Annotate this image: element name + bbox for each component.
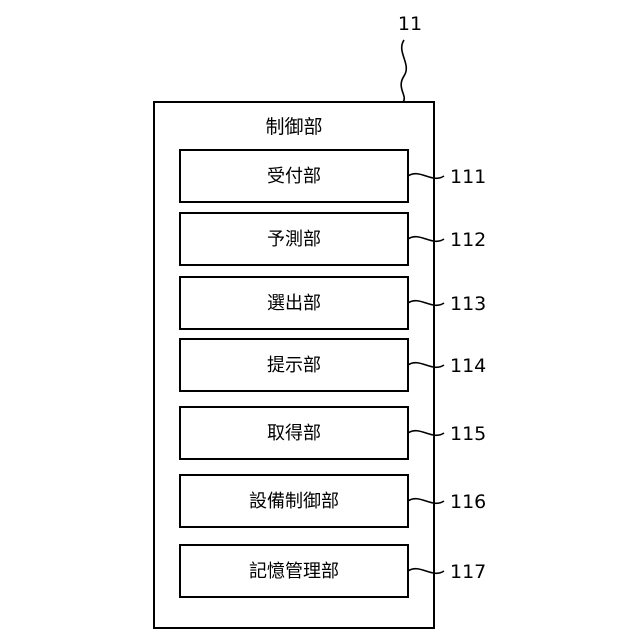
- unit-ref-label: 114: [450, 355, 486, 377]
- unit-ref-label: 115: [450, 423, 486, 445]
- unit-ref-label: 112: [450, 229, 486, 251]
- unit-block: 選出部 113: [180, 277, 486, 329]
- unit-label: 提示部: [267, 355, 321, 376]
- unit-label: 記憶管理部: [249, 561, 339, 582]
- unit-block: 設備制御部 116: [180, 475, 486, 527]
- control-unit-title: 制御部: [265, 116, 322, 138]
- unit-block: 取得部 115: [180, 407, 486, 459]
- unit-block: 予測部 112: [180, 213, 486, 265]
- unit-label: 受付部: [267, 166, 321, 187]
- unit-label: 設備制御部: [249, 491, 339, 512]
- unit-block: 提示部 114: [180, 339, 486, 391]
- unit-label: 予測部: [267, 229, 321, 250]
- unit-ref-label: 116: [450, 491, 486, 513]
- outer-leader-line: [401, 40, 406, 102]
- outer-ref-label: 11: [398, 13, 422, 35]
- unit-block: 受付部 111: [180, 150, 486, 202]
- unit-label: 取得部: [267, 423, 321, 444]
- unit-ref-label: 117: [450, 561, 486, 583]
- unit-label: 選出部: [267, 293, 321, 314]
- unit-ref-label: 113: [450, 293, 486, 315]
- unit-ref-label: 111: [450, 166, 486, 188]
- unit-block: 記憶管理部 117: [180, 545, 486, 597]
